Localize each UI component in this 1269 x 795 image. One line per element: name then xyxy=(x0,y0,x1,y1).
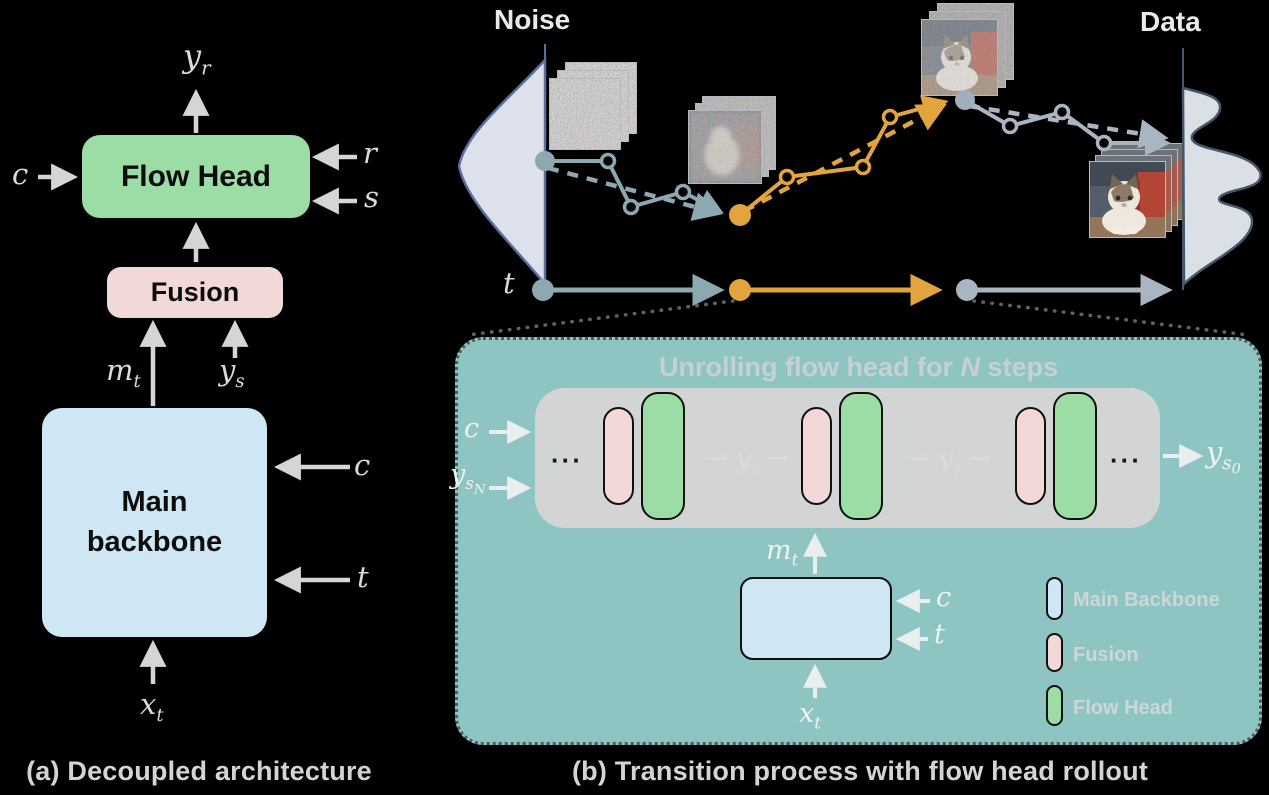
label-x-t: xt xyxy=(140,687,164,726)
noise-distribution xyxy=(457,44,547,290)
data-label: Data xyxy=(1140,6,1201,37)
timeline xyxy=(532,273,1173,307)
flow-head-box: Flow Head xyxy=(82,135,310,218)
gap-label-2: → ys → xyxy=(908,444,992,478)
legend-swatch-flowhead xyxy=(1046,685,1063,726)
ellipsis-left: ··· xyxy=(551,445,583,475)
label-y-r: yr xyxy=(183,37,211,80)
legend-swatch-fusion xyxy=(1046,633,1063,672)
very-noisy-cat-front xyxy=(688,110,762,184)
unroll-input-ysn: ysN xyxy=(450,459,486,498)
label-r: r xyxy=(363,136,377,170)
fusion-pill-1 xyxy=(603,407,634,505)
legend-swatch-backbone xyxy=(1046,577,1063,620)
fusion-box: Fusion xyxy=(107,267,283,318)
very-noisy-cat-stack xyxy=(688,96,778,186)
unroll-input-c: c xyxy=(464,413,480,444)
mini-t: t xyxy=(934,619,945,650)
fusion-pill-2 xyxy=(801,407,832,505)
noise-image-front xyxy=(549,78,621,150)
label-c-flow: c xyxy=(12,157,29,191)
trajectory-start-dot xyxy=(535,151,555,171)
clean-cat-stack xyxy=(1089,143,1189,243)
flow-head-label: Flow Head xyxy=(120,159,271,193)
gap-label-1: → ys → xyxy=(706,444,790,478)
flow-head-pill-3 xyxy=(1053,392,1097,520)
timeline-dot-mid2 xyxy=(956,279,978,301)
clean-cat-front xyxy=(1089,161,1166,238)
timeline-dot-mid1 xyxy=(729,279,751,301)
rollout-title: Unrolling flow head for N steps xyxy=(658,352,1059,382)
flow-head-pill-1 xyxy=(641,392,685,520)
noise-label: Noise xyxy=(494,4,571,35)
timeline-t-label: t xyxy=(503,266,515,300)
main-backbone-label: Main backbone xyxy=(86,486,223,558)
zoom-connectors xyxy=(466,299,1250,337)
data-distribution xyxy=(1181,48,1262,290)
legend-label-fusion: Fusion xyxy=(1073,644,1139,666)
unroll-output-ys0: ys0 xyxy=(1206,435,1241,478)
noisy-cat-stack xyxy=(921,3,1017,99)
noise-image-stack xyxy=(549,61,639,151)
flow-head-pill-2 xyxy=(839,392,883,520)
caption-b: (b) Transition process with flow head ro… xyxy=(571,756,1149,786)
label-m-t: mt xyxy=(106,353,141,392)
ellipsis-right: ··· xyxy=(1110,445,1142,475)
label-s: s xyxy=(364,180,379,214)
caption-a: (a) Decoupled architecture xyxy=(26,756,372,786)
fusion-label: Fusion xyxy=(150,277,240,307)
legend-label-flowhead: Flow Head xyxy=(1073,697,1174,719)
label-t: t xyxy=(357,560,369,594)
timeline-dot-t xyxy=(532,279,554,301)
trajectory-yellow-dot xyxy=(729,204,751,226)
mini-x-t: xt xyxy=(799,698,821,733)
label-y-s: ys xyxy=(219,353,245,392)
noisy-cat-front xyxy=(921,19,998,96)
fusion-pill-3 xyxy=(1015,407,1046,505)
main-backbone-box: Main backbone xyxy=(42,408,267,637)
mini-backbone-box xyxy=(740,577,892,660)
mini-c: c xyxy=(936,582,952,613)
mini-m-t: mt xyxy=(766,535,799,570)
legend-label-backbone: Main Backbone xyxy=(1073,589,1220,611)
label-c-backbone: c xyxy=(354,448,371,482)
